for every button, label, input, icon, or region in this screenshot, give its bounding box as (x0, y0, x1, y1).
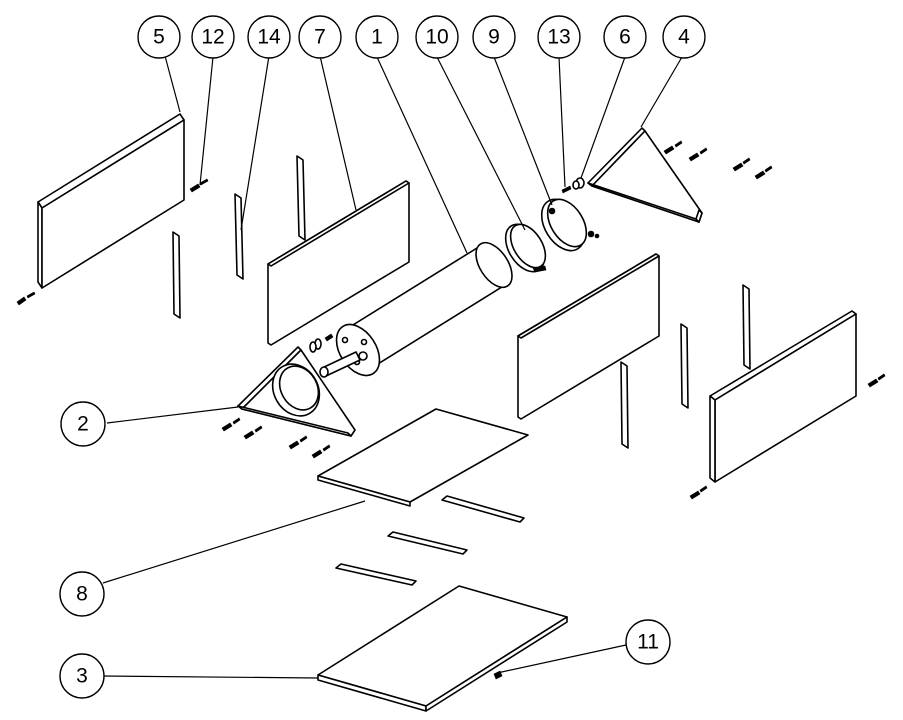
screw-and-nut (561, 177, 585, 194)
callout-7: 7 (298, 15, 342, 59)
callout-6: 6 (603, 15, 647, 59)
svg-text:5: 5 (153, 26, 165, 49)
svg-text:4: 4 (678, 26, 690, 49)
svg-text:3: 3 (76, 665, 88, 688)
svg-text:12: 12 (201, 26, 224, 49)
base-sheet (317, 408, 529, 507)
callout-3: 3 (59, 653, 105, 699)
inner-panel-right (517, 253, 660, 420)
callout-11: 11 (625, 619, 671, 665)
callout-12: 12 (191, 15, 235, 59)
svg-text:14: 14 (257, 26, 281, 49)
svg-text:11: 11 (637, 631, 659, 654)
split-ring (504, 223, 547, 273)
svg-text:7: 7 (314, 26, 326, 49)
svg-text:2: 2 (77, 413, 89, 436)
callout-14: 14 (247, 15, 291, 59)
end-plate-right (587, 127, 703, 223)
svg-text:9: 9 (488, 26, 500, 49)
svg-text:10: 10 (425, 26, 448, 49)
base-plate (317, 585, 568, 712)
svg-text:1: 1 (371, 26, 383, 49)
callout-5: 5 (137, 15, 181, 59)
callout-13: 13 (537, 15, 581, 59)
svg-text:6: 6 (619, 26, 631, 49)
inner-panel-left (267, 180, 410, 346)
vertical-strips (172, 155, 751, 449)
clamp-band (540, 198, 600, 252)
leader-lines (102, 55, 683, 679)
callout-2: 2 (60, 401, 106, 447)
callout-10: 10 (415, 15, 459, 59)
callout-9: 9 (472, 15, 516, 59)
screws (16, 140, 886, 680)
end-plate-left (237, 346, 356, 437)
side-panel-right-outer (709, 310, 857, 483)
callout-8: 8 (59, 571, 105, 617)
side-panel-left-outer (37, 113, 185, 289)
motor-cylinder (309, 241, 513, 378)
callout-4: 4 (662, 15, 706, 59)
callout-1: 1 (355, 15, 399, 59)
svg-text:13: 13 (547, 26, 570, 49)
svg-text:8: 8 (76, 583, 88, 606)
spacer-strips (335, 495, 525, 586)
